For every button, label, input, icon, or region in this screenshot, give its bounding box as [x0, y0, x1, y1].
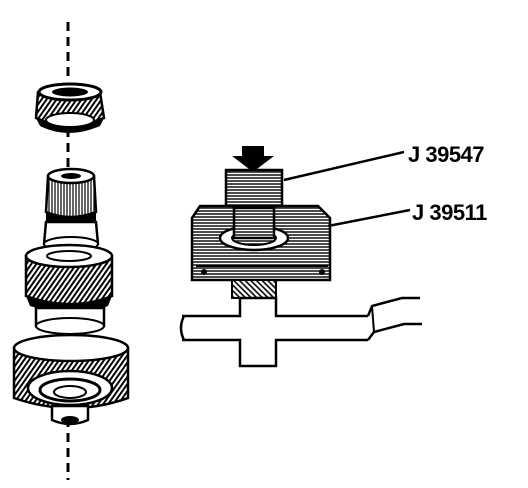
press-bed [179, 279, 422, 368]
shaft-spline [44, 167, 98, 228]
helical-gear-1 [24, 243, 114, 313]
shaft-spacer [34, 306, 106, 335]
support-plate-tool [190, 204, 332, 282]
press-setup [179, 146, 422, 368]
press-arrow-icon [232, 146, 274, 172]
roller-bearing [34, 82, 106, 133]
leader-line-support-plate [327, 208, 411, 228]
helical-gear-2 [12, 333, 130, 426]
leader-line-press-tool [283, 150, 405, 182]
shaft-assembly [12, 22, 130, 480]
support-plate-label: J 39511 [412, 200, 487, 225]
press-tool-label: J 39547 [408, 142, 485, 167]
